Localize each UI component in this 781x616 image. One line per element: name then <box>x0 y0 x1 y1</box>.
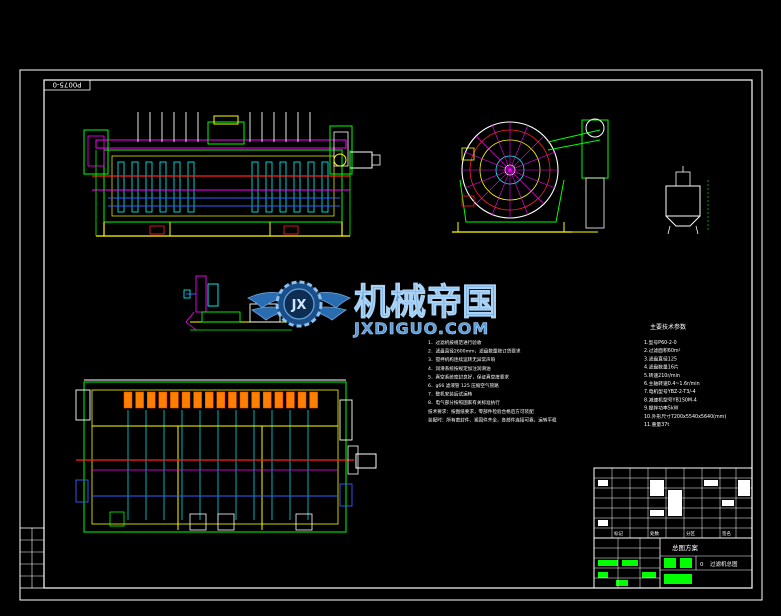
revision-strip <box>19 527 45 589</box>
drawing-title: 总图方案 <box>672 543 699 552</box>
filter-cell <box>146 391 156 409</box>
side-view <box>452 118 609 233</box>
filter-cell <box>216 391 226 409</box>
col-label-2: 分区 <box>686 530 695 537</box>
filter-cell <box>228 391 237 409</box>
technical-notes: 1．过滤机按规范进行验收 2．滤盘直径2600mm，滤盘数量按订货要求3．搅拌机构… <box>428 339 557 423</box>
filter-cell <box>286 391 295 409</box>
filter-cell <box>158 391 168 409</box>
filter-cell <box>309 391 318 409</box>
filter-cell <box>251 391 260 409</box>
piping-detail <box>183 275 292 331</box>
param-item: 1.型号P60-2-0 <box>644 339 677 346</box>
top-view <box>75 379 377 533</box>
front-view <box>83 112 381 237</box>
param-item: 4.滤盘数量16片 <box>644 364 679 371</box>
outer-border <box>19 69 763 601</box>
filter-cell <box>193 391 202 409</box>
watermark: JX 机械帝国 JXDIGUO.COM <box>247 280 499 338</box>
tech-note-line: 6．g66 滤液管 125 压缩空气管路 <box>428 382 499 389</box>
scale-label: 0 <box>700 562 704 568</box>
tech-note-line: 1．过滤机按规范进行验收 <box>428 339 482 346</box>
watermark-brand-cn: 机械帝国 <box>354 282 498 323</box>
tech-note-line: 7．整机安装后试运转 <box>428 391 473 398</box>
filter-cell <box>297 391 307 409</box>
main-params-title: 主要技术参数 <box>650 323 686 331</box>
col-label-1: 处数 <box>650 530 659 537</box>
title-block: 标记 处数 分区 签名 总图方案 0 过滤机总图 <box>593 467 753 589</box>
param-item: 10.外形尺寸7200x5540x5640(mm) <box>644 413 726 420</box>
tank-detail <box>665 166 709 235</box>
tech-note-line: 技术要求：按图纸要求，零部件检验合格后方可装配 <box>428 408 534 415</box>
tech-note-line: 8．电气部分按照国家有关标准执行 <box>428 399 500 406</box>
filter-cell <box>135 391 144 409</box>
filter-cell <box>123 391 133 409</box>
drawing-id-box: P0075-0 <box>43 79 91 91</box>
tech-note-line: 4．润滑系统按规定加注润滑油 <box>428 365 491 372</box>
filter-cell <box>170 391 179 409</box>
param-item: 3.滤盘直径125 <box>644 355 677 362</box>
col-label-3: 签名 <box>722 530 731 537</box>
col-label-0: 标记 <box>614 530 623 537</box>
product-name: 过滤机总图 <box>710 560 738 568</box>
param-item: 8.减速机型号YB1S0M-4 <box>644 396 697 403</box>
param-item: 11.重量37t <box>644 421 669 428</box>
filter-cell <box>262 391 272 409</box>
param-item: 9.搅拌功率5kW <box>644 405 679 412</box>
param-item: 5.转速210r/min <box>644 372 680 379</box>
filter-cell <box>274 391 284 409</box>
tech-note-line: 3．搅拌机构连续运转无异常声响 <box>428 356 496 363</box>
param-item: 6.主轴转速0.4~1.6r/min <box>644 380 700 387</box>
tech-note-line: 装配时：所有密封件、紧固件齐全，各部件连接可靠，运转平稳 <box>428 416 557 423</box>
inner-border <box>43 79 753 589</box>
gear-wings-emblem: JX <box>247 280 351 328</box>
watermark-brand-en: JXDIGUO.COM <box>353 319 489 338</box>
tech-note-line: 2．滤盘直径2600mm，滤盘数量按订货要求 <box>428 348 521 355</box>
tech-note-line: 5．真空系统密封良好，保证真空度要求 <box>428 373 509 380</box>
param-item: 2.过滤面积60m² <box>644 347 681 354</box>
drawing-id-text: P0075-0 <box>52 81 81 89</box>
param-item: 7.电机型号YBZ-2-T3/-4 <box>644 388 696 395</box>
filter-cell <box>204 391 214 409</box>
svg-text:JX: JX <box>291 298 307 313</box>
filter-cell <box>181 391 191 409</box>
filter-cell <box>239 391 249 409</box>
